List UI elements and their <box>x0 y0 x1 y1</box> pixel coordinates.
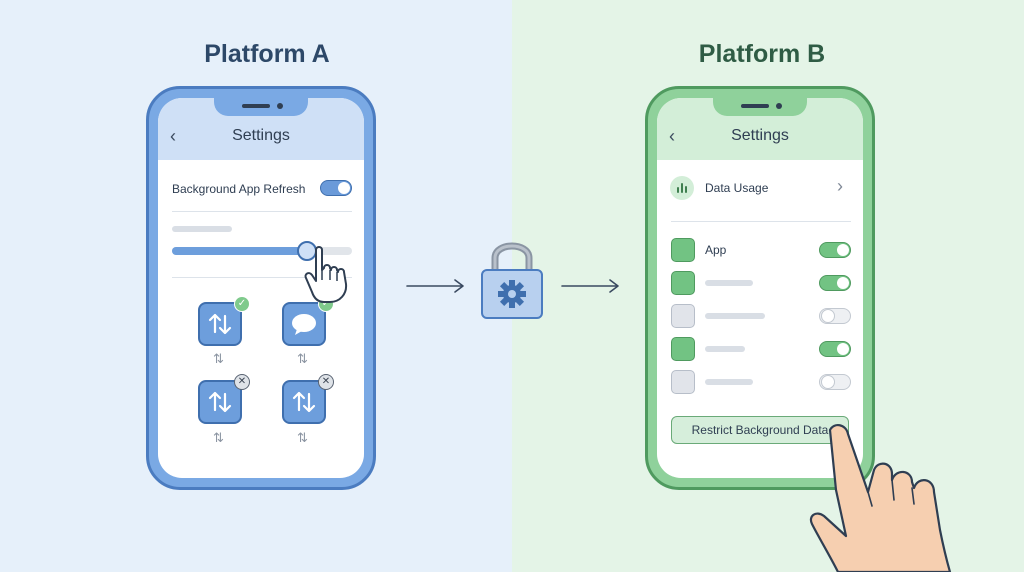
divider <box>172 211 352 212</box>
data-usage-label: Data Usage <box>705 181 769 195</box>
app-row-toggle[interactable] <box>819 374 851 390</box>
app-tile-sync-1[interactable] <box>198 302 242 346</box>
platform-a-title: Platform A <box>204 40 330 68</box>
sync-arrows-icon: ⇅ <box>213 351 224 366</box>
chevron-right-icon: › <box>837 176 843 196</box>
phone-notch <box>214 98 308 116</box>
chevron-left-icon[interactable]: ‹ <box>669 126 675 146</box>
app-tile-sync-3[interactable] <box>282 380 326 424</box>
app-row-placeholder <box>705 280 753 286</box>
pointer-hand-icon <box>304 246 348 303</box>
transfer-arrows-icon <box>208 391 232 413</box>
pointing-hand-icon <box>809 424 952 572</box>
app-row-label: App <box>705 243 727 257</box>
app-row-icon <box>671 370 695 394</box>
platform-a-header: ‹ Settings <box>158 98 364 160</box>
restrict-background-data-button[interactable]: Restrict Background Data <box>671 416 849 444</box>
chat-bubble-icon <box>292 314 316 335</box>
close-icon: ✕ <box>234 374 250 390</box>
app-tile-chat[interactable] <box>282 302 326 346</box>
app-row-icon <box>671 238 695 262</box>
app-tile-sync-2[interactable] <box>198 380 242 424</box>
app-row-placeholder <box>705 379 753 385</box>
settings-title: Settings <box>232 127 290 144</box>
sync-arrows-icon: ⇅ <box>297 351 308 366</box>
divider <box>671 221 851 222</box>
arrow-right-icon <box>561 279 619 293</box>
padlock-gear-icon <box>481 242 543 319</box>
slider-caption-placeholder <box>172 226 232 232</box>
app-row-placeholder <box>705 346 745 352</box>
sync-arrows-icon: ⇅ <box>297 430 308 445</box>
close-icon: ✕ <box>318 374 334 390</box>
platform-b-phone: ‹ Settings Data Usage › App Restrict Bac… <box>645 86 875 490</box>
app-row-toggle[interactable] <box>819 275 851 291</box>
bar-chart-icon <box>670 176 694 200</box>
app-row-toggle[interactable] <box>819 308 851 324</box>
platform-b-screen: ‹ Settings Data Usage › App Restrict Bac… <box>657 98 863 478</box>
arrow-right-icon <box>406 279 464 293</box>
platform-b-title: Platform B <box>698 40 826 68</box>
transfer-arrows-icon <box>292 391 316 413</box>
sync-arrows-icon: ⇅ <box>213 430 224 445</box>
check-icon: ✓ <box>234 296 250 312</box>
settings-title: Settings <box>731 127 789 144</box>
app-row-icon <box>671 304 695 328</box>
background-app-refresh-toggle[interactable] <box>320 180 352 196</box>
chevron-left-icon[interactable]: ‹ <box>170 126 176 146</box>
app-row-toggle[interactable] <box>819 341 851 357</box>
phone-notch <box>713 98 807 116</box>
platform-b-header: ‹ Settings <box>657 98 863 160</box>
app-row-icon <box>671 271 695 295</box>
divider <box>172 277 352 278</box>
background-app-refresh-label: Background App Refresh <box>172 182 306 196</box>
data-usage-row[interactable]: Data Usage › <box>657 174 863 204</box>
transfer-arrows-icon <box>208 313 232 335</box>
app-row-toggle[interactable] <box>819 242 851 258</box>
app-row-icon <box>671 337 695 361</box>
app-row-placeholder <box>705 313 765 319</box>
